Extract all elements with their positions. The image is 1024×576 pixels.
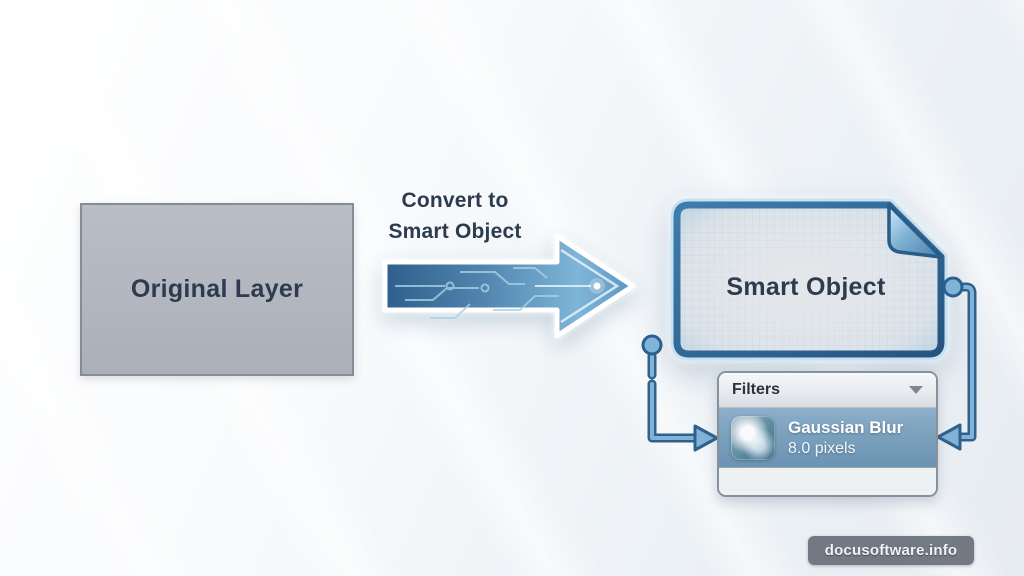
original-layer-box: Original Layer (80, 203, 354, 376)
smart-object-document (670, 198, 948, 361)
filters-panel-footer (719, 468, 936, 495)
watermark-label: docusoftware.info (824, 542, 958, 559)
convert-arrow-icon (382, 233, 636, 339)
dropdown-arrow-icon[interactable] (909, 386, 923, 394)
original-layer-label: Original Layer (130, 275, 304, 303)
conversion-caption: Convert to Smart Object (388, 189, 522, 243)
filters-panel-title: Filters (732, 381, 781, 398)
watermark-badge: docusoftware.info (808, 536, 974, 565)
folded-corner-icon (887, 203, 943, 259)
filter-value: 8.0 pixels (788, 439, 856, 457)
gaussian-blur-icon (731, 415, 775, 460)
smart-object-label: Smart Object (726, 273, 886, 301)
filters-panel-header[interactable]: Filters (719, 373, 936, 408)
filters-panel: Filters Gaussian Blur 8.0 pixels (717, 371, 938, 497)
filter-name: Gaussian Blur (788, 417, 904, 437)
filter-item-gaussian-blur[interactable]: Gaussian Blur 8.0 pixels (719, 408, 936, 468)
